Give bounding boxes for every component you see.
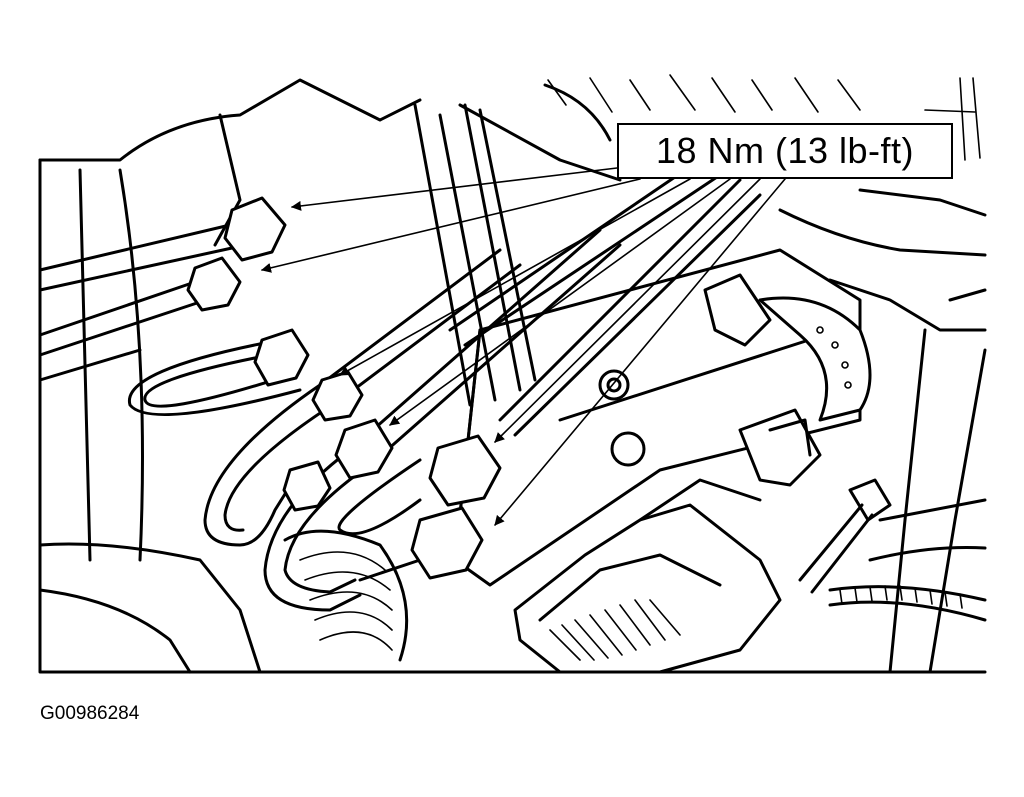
callout-arrow-3 [339, 178, 691, 376]
callout-arrow-2 [261, 178, 641, 273]
illustration-frame [38, 158, 987, 674]
bolt-and-harness [798, 478, 987, 622]
callout-arrow-6 [494, 178, 786, 526]
background-hatching [547, 74, 981, 161]
callout-arrow-1 [291, 167, 618, 211]
sensor-connector [703, 273, 872, 487]
callout-arrow-5 [494, 178, 761, 443]
lower-housing [513, 478, 782, 674]
torque-callout-label: 18 Nm (13 lb-ft) [617, 123, 953, 179]
figure-id: G00986284 [40, 703, 140, 724]
callout-arrow-4 [389, 178, 731, 426]
callout-arrows [261, 167, 786, 526]
tube-fittings [186, 196, 502, 580]
coil-assembly [283, 529, 409, 662]
